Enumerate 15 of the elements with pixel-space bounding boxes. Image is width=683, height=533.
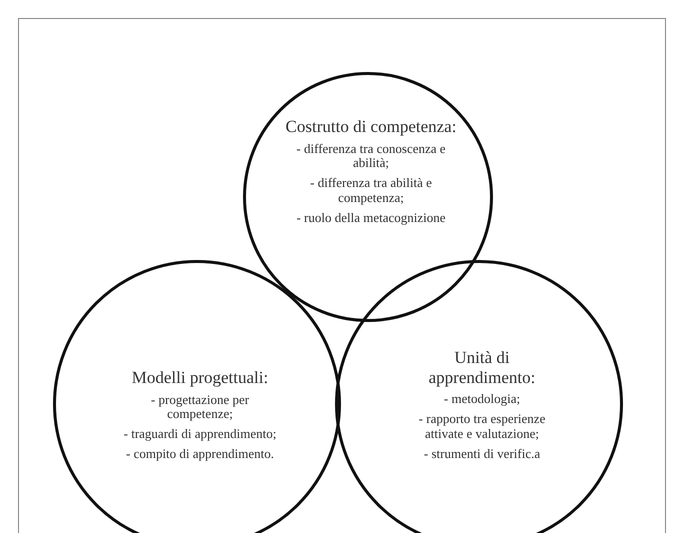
list-item: - compito di apprendimento. [124,447,276,462]
list-item: - strumenti di verific.a [422,446,542,462]
list-item: - traguardi di apprendimento; [122,427,278,442]
circle-title: Modelli progettuali: [130,368,270,388]
list-item: - rapporto tra esperienze attivate e valutazione; [418,412,546,442]
venn-circle [335,260,623,533]
list-item: - metodologia; [442,392,522,408]
list-item: - progettazione per competenze; [150,392,250,422]
venn-circle [243,72,493,322]
list-item: - ruolo della metacognizione [295,211,447,226]
circle-title: Costrutto di competenza: [284,117,458,137]
venn-circle [53,260,341,533]
list-item: - differenza tra abilità e competenza; [309,176,433,206]
circle-title: Unità di apprendimento: [428,348,536,388]
list-item: - differenza tra conoscenza e abilità; [295,142,447,172]
